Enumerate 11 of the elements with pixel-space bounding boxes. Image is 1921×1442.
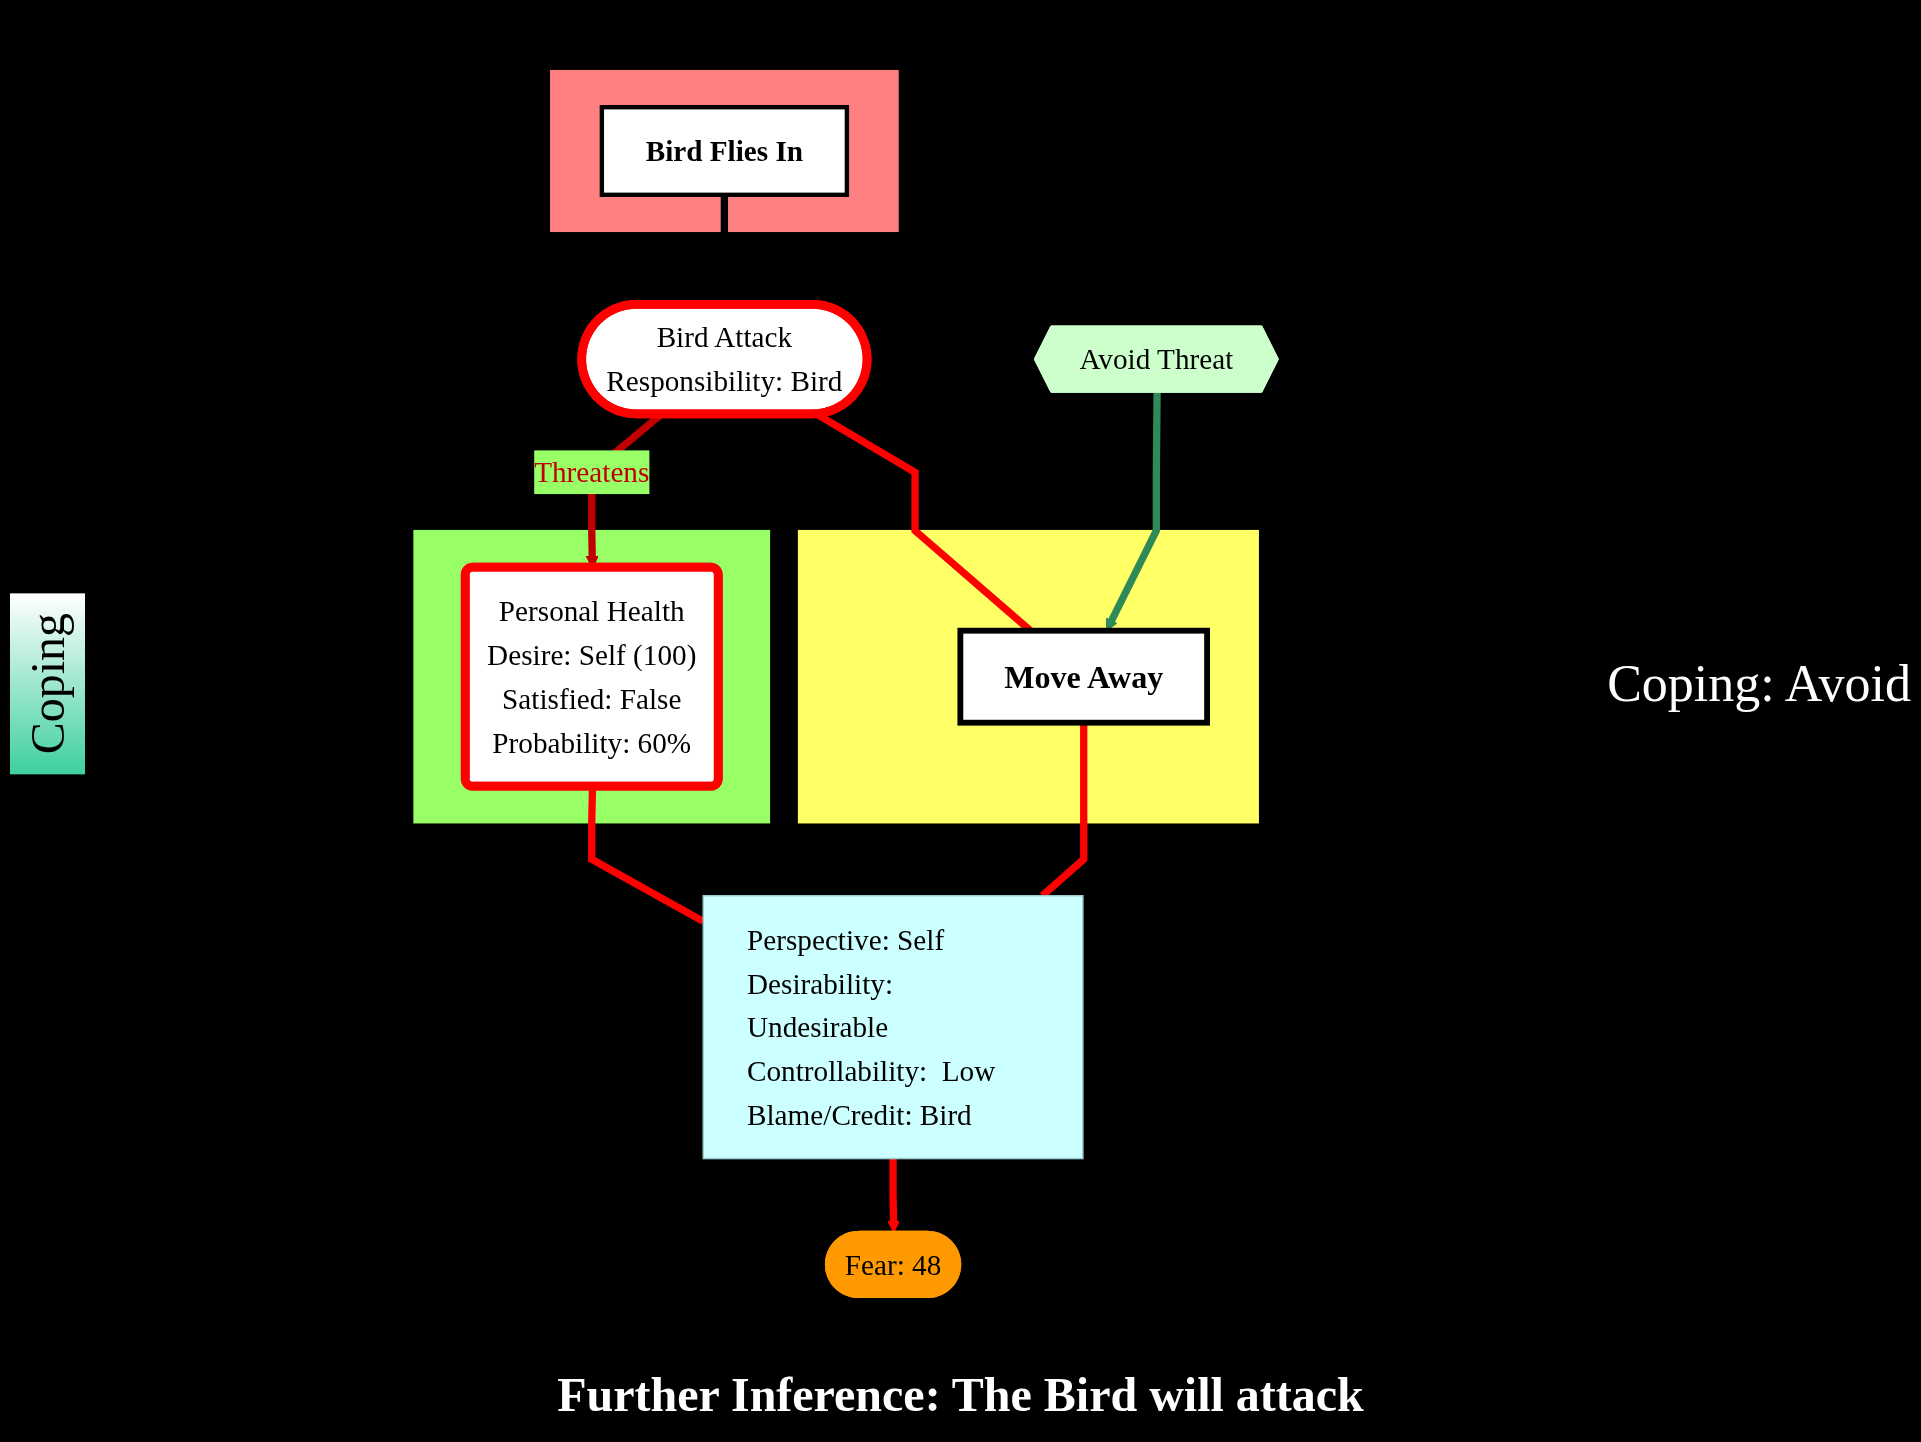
- cluster: [797, 529, 1259, 823]
- cluster: [550, 69, 899, 232]
- edge-label: Threatens: [534, 455, 650, 488]
- arrow: [887, 1158, 900, 1233]
- coping-arrow-label: Coping: [10, 592, 85, 775]
- title: Further Inference: The Bird will attack: [557, 1367, 1364, 1422]
- node-box: Bird Flies In: [599, 104, 850, 197]
- node-box: Perspective: Self Desirability: Undesirable Controllability: Low Blame/Credit: Bird: [702, 894, 1084, 1159]
- node-box: Move Away: [957, 627, 1210, 726]
- coping-note: Coping: Avoid: [1607, 654, 1911, 713]
- cluster: [413, 529, 771, 823]
